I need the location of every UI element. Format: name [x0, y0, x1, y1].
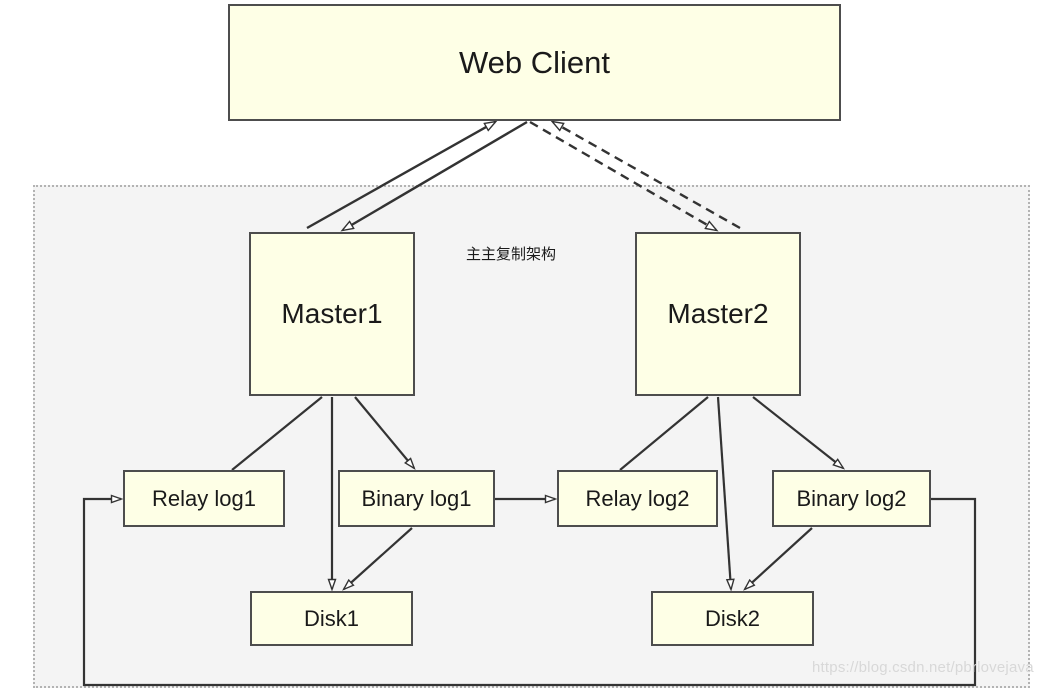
node-relay-log2-label: Relay log2: [585, 485, 690, 511]
node-relay-log1-label: Relay log1: [152, 485, 256, 511]
group-label: 主主复制架构: [466, 245, 557, 263]
node-binary-log2[interactable]: Binary log2: [772, 470, 931, 527]
node-master2[interactable]: Master2: [635, 232, 801, 396]
node-web-client-label: Web Client: [458, 44, 611, 80]
node-master1-label: Master1: [281, 297, 383, 329]
node-disk2-label: Disk2: [704, 605, 760, 631]
node-relay-log1[interactable]: Relay log1: [123, 470, 285, 527]
node-relay-log2[interactable]: Relay log2: [557, 470, 718, 527]
node-disk2[interactable]: Disk2: [651, 591, 814, 646]
node-disk1[interactable]: Disk1: [250, 591, 413, 646]
node-web-client[interactable]: Web Client: [228, 4, 841, 121]
node-binary-log2-label: Binary log2: [796, 485, 907, 511]
node-binary-log1-label: Binary log1: [361, 485, 472, 511]
watermark-text: https://blog.csdn.net/pbrlovejava: [812, 659, 1034, 676]
node-master1[interactable]: Master1: [249, 232, 415, 396]
node-disk1-label: Disk1: [303, 605, 359, 631]
node-master2-label: Master2: [667, 297, 769, 329]
node-binary-log1[interactable]: Binary log1: [338, 470, 495, 527]
